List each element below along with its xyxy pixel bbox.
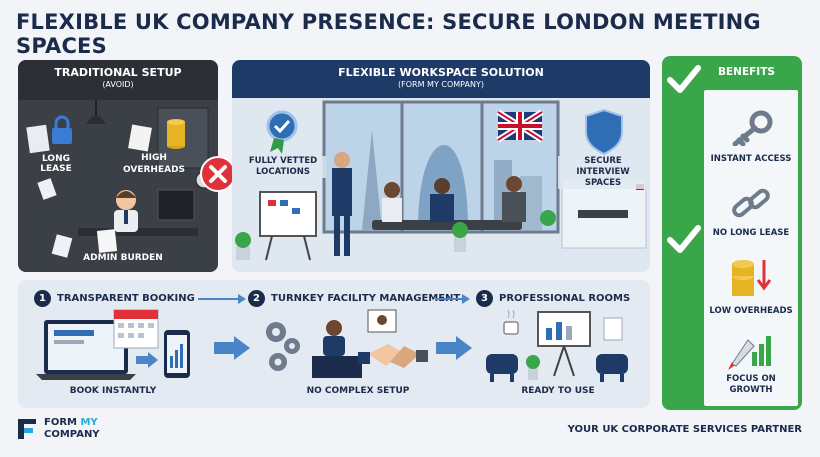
flexible-workspace-panel: FLEXIBLE WORKSPACE SOLUTION (FORM MY COM… — [232, 60, 650, 272]
coffee-cup-icon — [503, 309, 519, 335]
benefits-title: BENEFITS — [718, 66, 775, 78]
key-icon — [732, 110, 773, 146]
coins-down-icon — [732, 260, 772, 296]
step-1: 1 TRANSPARENT BOOKING — [34, 290, 195, 307]
step-3-label: PROFESSIONAL ROOMS — [499, 293, 631, 304]
step-1-number: 1 — [34, 290, 51, 307]
secure-interview-label: SECURE INTERVIEW SPACES — [558, 156, 648, 189]
benefits-list: INSTANT ACCESS NO LONG LEASE LOW OVERHEA… — [704, 90, 798, 406]
gear-icon — [266, 322, 300, 371]
vetted-badge-icon — [266, 110, 298, 154]
step-3: 3 PROFESSIONAL ROOMS — [476, 290, 630, 307]
armchair-icon — [596, 354, 628, 382]
step-2-number: 2 — [248, 290, 265, 307]
traditional-setup-panel: TRADITIONAL SETUP (AVOID) — [18, 60, 218, 272]
padlock-icon — [52, 115, 72, 144]
traditional-office-illustration — [18, 100, 218, 272]
flexible-header: FLEXIBLE WORKSPACE SOLUTION (FORM MY COM… — [232, 60, 650, 98]
arrow-right-icon — [214, 336, 250, 360]
phone-icon — [164, 330, 190, 378]
calendar-icon — [113, 309, 159, 349]
cross-icon — [200, 156, 236, 192]
flexible-title: FLEXIBLE WORKSPACE SOLUTION — [338, 66, 544, 79]
arrow-right-icon — [436, 294, 470, 304]
armchair-icon — [486, 354, 518, 382]
traditional-title: TRADITIONAL SETUP — [54, 66, 182, 79]
check-icon — [667, 225, 701, 253]
arrow-right-icon — [198, 294, 246, 304]
uk-flag-icon — [496, 109, 544, 143]
plant-icon — [526, 355, 540, 380]
benefit-instant-access: INSTANT ACCESS — [710, 154, 792, 164]
logo-company: COMPANY — [44, 429, 100, 440]
benefit-low-overheads: LOW OVERHEADS — [709, 306, 793, 316]
process-panel: 1 TRANSPARENT BOOKING 2 TURNKEY FACILITY… — [18, 280, 650, 408]
process-illustration — [36, 294, 628, 382]
laptop-icon — [36, 320, 136, 380]
benefit-no-long-lease: NO LONG LEASE — [712, 228, 790, 238]
traditional-header: TRADITIONAL SETUP (AVOID) — [18, 60, 218, 100]
step-1-label: TRANSPARENT BOOKING — [57, 293, 195, 304]
check-icon — [667, 65, 701, 93]
fully-vetted-label: FULLY VETTED LOCATIONS — [240, 156, 326, 178]
benefits-panel: BENEFITS INSTANT ACCESS NO LONG LEASE LO… — [662, 56, 802, 410]
benefit-focus-on-growth: FOCUS ON GROWTH — [726, 374, 776, 395]
page-title: FLEXIBLE UK COMPANY PRESENCE: SECURE LON… — [16, 10, 761, 58]
flexible-subtitle: (FORM MY COMPANY) — [398, 80, 484, 89]
logo-mark-icon — [18, 419, 36, 439]
coin-stack-icon — [167, 119, 185, 149]
ready-to-use-caption: READY TO USE — [521, 386, 595, 396]
handshake-icon — [358, 344, 428, 368]
broken-chain-icon — [732, 188, 770, 218]
long-lease-label: LONG LEASE — [40, 154, 72, 174]
shield-icon — [585, 108, 623, 156]
logo[interactable]: FORM MY COMPANY — [16, 417, 100, 441]
meeting-room-illustration — [235, 100, 647, 261]
footer-tagline: YOUR UK CORPORATE SERVICES PARTNER — [567, 424, 802, 435]
logo-form: FORM — [44, 417, 81, 428]
presentation-board-icon — [537, 311, 591, 377]
logo-text: FORM MY COMPANY — [44, 417, 100, 441]
rocket-icon — [728, 336, 771, 370]
receptionist-icon — [312, 320, 362, 378]
arrow-right-icon — [436, 336, 472, 360]
step-2: 2 TURNKEY FACILITY MANAGEMENT — [248, 290, 460, 307]
step-3-number: 3 — [476, 290, 493, 307]
high-overheads-label: HIGH OVERHEADS — [122, 153, 186, 175]
book-instantly-caption: BOOK INSTANTLY — [69, 386, 157, 396]
admin-burden-label: ADMIN BURDEN — [83, 253, 163, 263]
step-2-label: TURNKEY FACILITY MANAGEMENT — [271, 293, 461, 304]
no-complex-setup-caption: NO COMPLEX SETUP — [306, 386, 410, 396]
logo-my: MY — [80, 417, 98, 428]
traditional-subtitle: (AVOID) — [102, 80, 134, 89]
arrow-right-icon — [136, 352, 158, 368]
